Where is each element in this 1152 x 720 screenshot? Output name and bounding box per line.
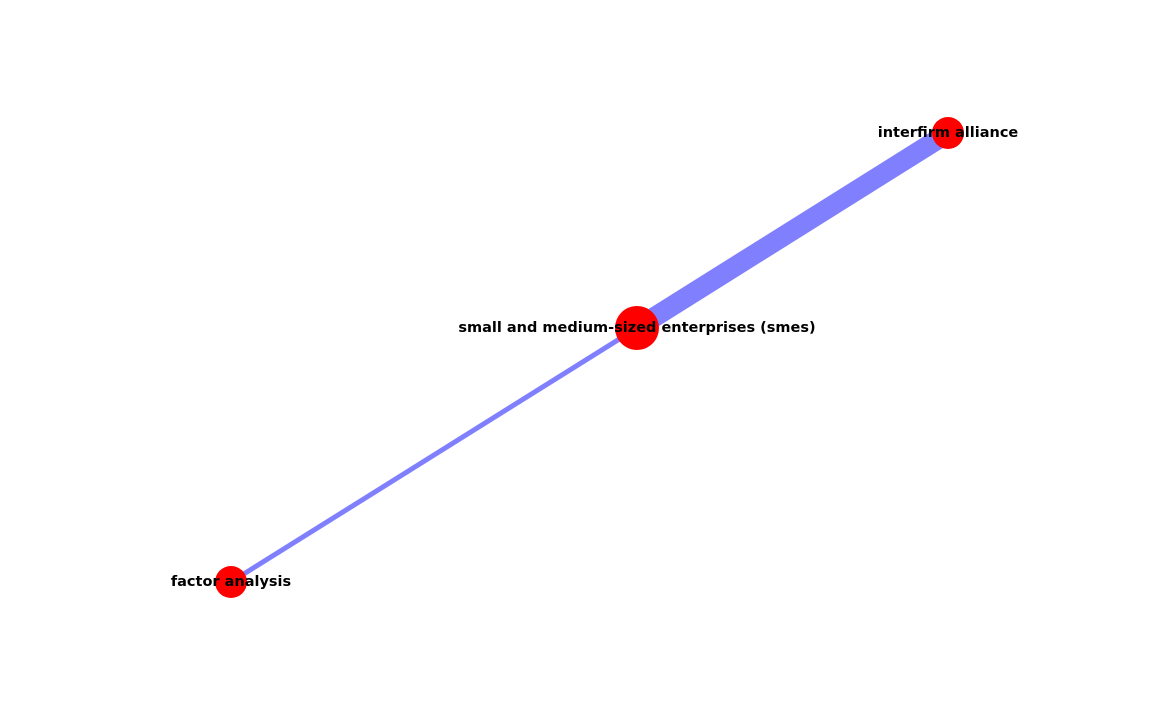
label-factor-analysis: factor analysis: [171, 574, 291, 590]
edge-smes-interfirm-alliance: [631, 124, 954, 337]
node-smes: [615, 306, 659, 350]
node-interfirm-alliance: [932, 117, 964, 149]
node-factor-analysis: [215, 566, 247, 598]
edge-smes-factor-analysis: [229, 325, 639, 585]
label-interfirm-alliance: interfirm alliance: [878, 125, 1019, 141]
label-smes: small and medium-sized enterprises (smes…: [458, 320, 815, 336]
